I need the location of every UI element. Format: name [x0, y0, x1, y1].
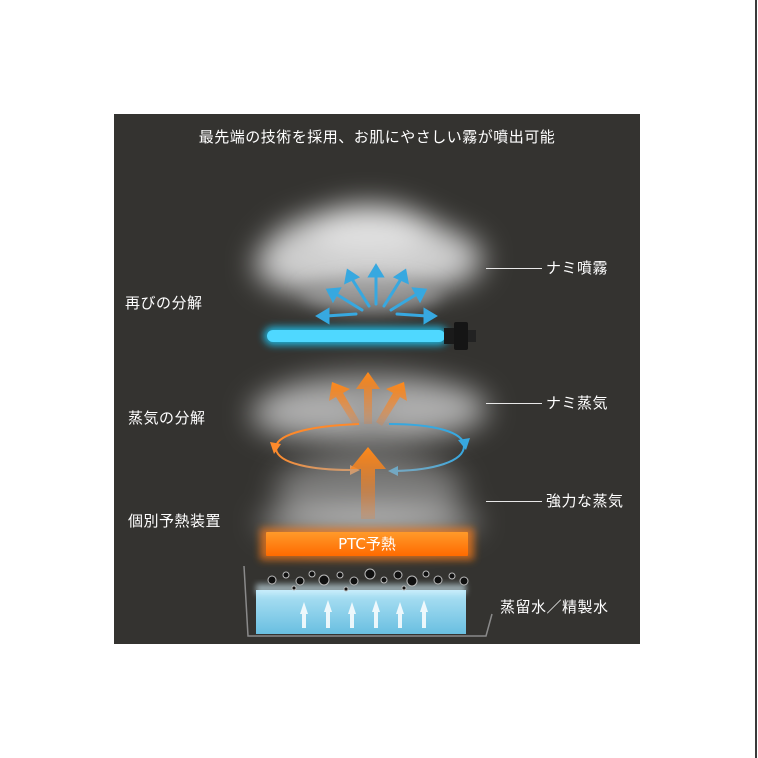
right-edge-line	[755, 0, 757, 758]
water-vapor-arrows	[300, 600, 428, 628]
label-strong-steam-text: 強力な蒸気	[546, 492, 624, 510]
label-strong-steam: 強力な蒸気	[486, 492, 624, 510]
label-nano-mist: ナミ噴霧	[486, 259, 608, 277]
strong-steam-arrow	[350, 447, 386, 519]
water-tank	[243, 565, 493, 637]
headline: 最先端の技術を採用、お肌にやさしい霧が噴出可能	[198, 128, 556, 146]
label-nano-steam-text: ナミ蒸気	[546, 394, 609, 412]
label-steam-decomposition: 蒸気の分解	[128, 409, 206, 427]
uv-light-tube	[264, 322, 476, 350]
ptc-heater-bar	[260, 528, 474, 560]
label-water: 蒸留水／精製水	[500, 598, 609, 616]
ptc-heater-label: PTC予熱	[338, 535, 396, 553]
leader-line	[486, 268, 542, 269]
label-reanalysis: 再びの分解	[125, 294, 203, 312]
steam-fan-arrows	[329, 372, 407, 426]
leader-line	[486, 403, 542, 404]
label-nano-mist-text: ナミ噴霧	[546, 259, 609, 277]
label-individual-preheat: 個別予熱装置	[128, 512, 222, 530]
leader-line	[486, 501, 542, 502]
water-bubbles	[267, 568, 469, 592]
steam-diagram-panel: 最先端の技術を採用、お肌にやさしい霧が噴出可能 再びの分解 蒸気の分解 個別予熱…	[114, 114, 640, 644]
diagram-graphics	[243, 204, 493, 637]
label-nano-steam: ナミ蒸気	[486, 394, 608, 412]
mist-burst-arrows	[315, 263, 438, 325]
